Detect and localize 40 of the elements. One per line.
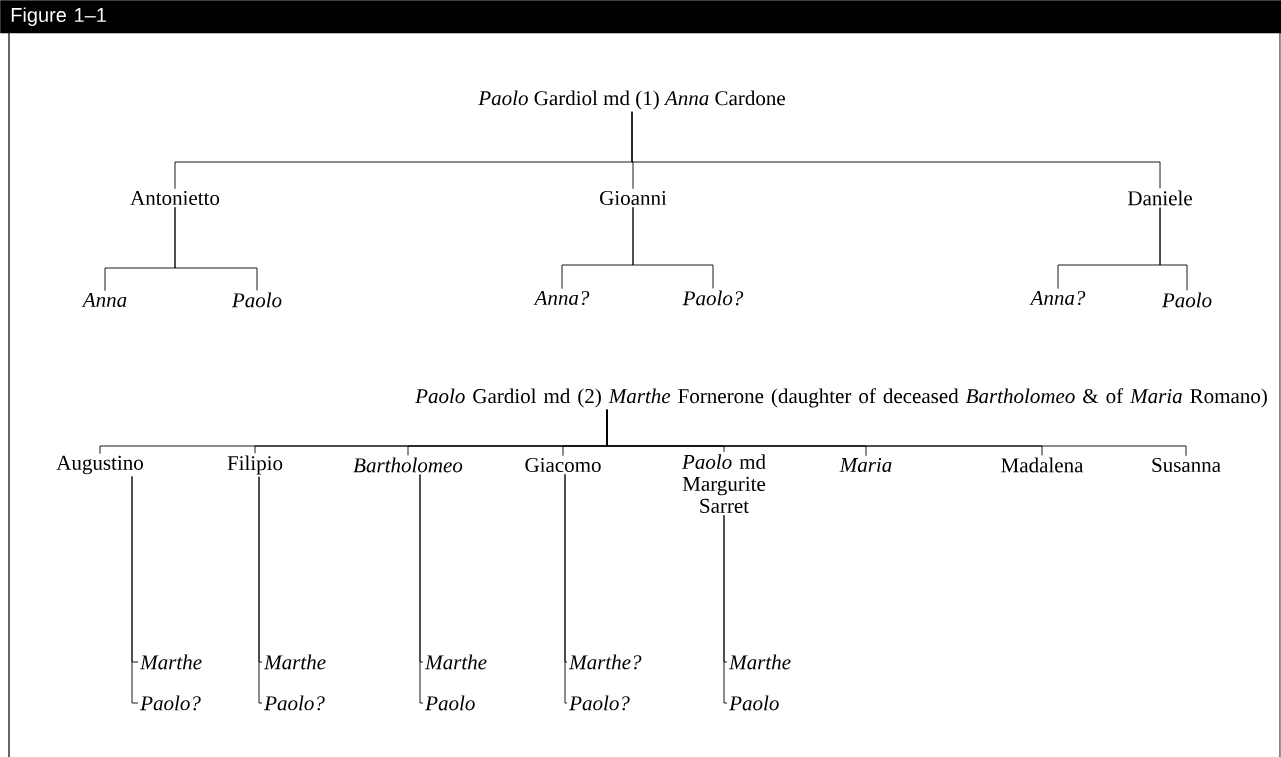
name-label: Anna — [81, 292, 127, 308]
name-label: Augustino — [56, 455, 143, 475]
name-label: Paolo? — [682, 290, 744, 306]
name-label: Marthe — [139, 654, 202, 670]
name-label: Filipio — [227, 455, 283, 475]
tree-line — [632, 206, 714, 289]
tree-line — [723, 514, 728, 704]
name-label: Paolo — [231, 292, 282, 308]
tree-line — [174, 206, 258, 291]
name-label: Marthe — [424, 654, 487, 670]
name-label: Paolo md Margurite Sarret — [681, 454, 766, 513]
tree-line — [258, 476, 263, 704]
name-label: Anna? — [533, 290, 590, 306]
tree-line — [606, 409, 1187, 457]
name-label: Marthe — [728, 654, 791, 670]
tree-line — [564, 473, 568, 704]
name-label: Marthe — [263, 654, 326, 670]
name-label: Paolo? — [569, 695, 630, 711]
tree-line — [419, 474, 424, 704]
name-label: Daniele — [1128, 190, 1192, 206]
name-label: Paolo — [1161, 292, 1212, 308]
tree-line — [131, 475, 139, 704]
name-label: Susanna — [1152, 457, 1221, 473]
name-label: Paolo — [425, 695, 475, 711]
tree-line — [1159, 207, 1188, 291]
name-label: Giacomo — [525, 457, 601, 473]
couple-label: Paolo Gardiol md (2) Marthe Fornerone (daughter of deceased Bartholomeo & of Maria Romano) — [415, 388, 1267, 408]
name-label: Gioanni — [600, 190, 667, 206]
name-label: Bartholomeo — [353, 457, 463, 473]
name-label: Madalena — [1001, 457, 1084, 473]
tree-line — [631, 111, 1161, 189]
name-label: Paolo? — [140, 695, 201, 711]
name-label: Anna? — [1029, 290, 1086, 306]
name-label: Marthe? — [568, 654, 642, 670]
name-label: Paolo? — [264, 695, 325, 711]
name-label: Antonietto — [130, 190, 220, 206]
title-bar: Figure 1–1 — [0, 0, 1281, 34]
name-label: Maria — [839, 457, 892, 473]
name-label: Paolo — [729, 695, 779, 711]
couple-label: Paolo Gardiol md (1) Anna Cardone — [478, 90, 785, 110]
